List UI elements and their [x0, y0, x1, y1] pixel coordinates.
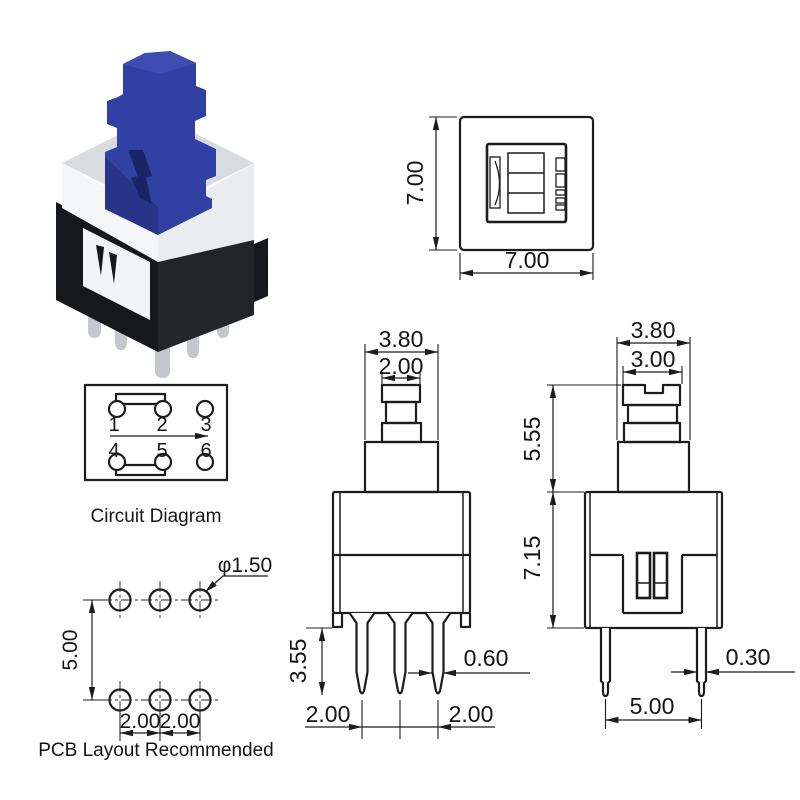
- pin-number: 1: [108, 414, 119, 436]
- body-height-label: 7.15: [519, 536, 545, 581]
- tip-width-label: 2.00: [379, 353, 424, 379]
- pin-number: 5: [156, 440, 167, 462]
- vent-mark: [109, 252, 117, 284]
- circuit-bridge-top: [114, 392, 167, 406]
- front-plunger-base: [380, 421, 423, 444]
- switch-base-tab: [254, 238, 268, 302]
- pin-span-label: 5.00: [630, 693, 675, 719]
- top-view-center-detail: [507, 152, 545, 214]
- shaft-width-label: 3.80: [379, 326, 424, 352]
- front-view: 3.80 2.00 3.55 0.60 2.00 2.00: [285, 326, 530, 739]
- top-view-body-outline: [458, 115, 595, 252]
- leader-line: [204, 575, 268, 593]
- pin-width-label: 0.30: [726, 644, 771, 670]
- switch-cap-top: [123, 51, 196, 74]
- front-foot-right: [459, 613, 472, 629]
- dim-label-width: 7.00: [505, 247, 550, 273]
- side-shaft: [616, 440, 691, 494]
- side-view-pins: [599, 628, 708, 698]
- front-view-pins: [348, 612, 452, 695]
- cap-width-label: 3.00: [631, 346, 676, 372]
- side-plunger-base: [622, 421, 682, 444]
- circuit-pins: [107, 399, 215, 472]
- pcb-caption: PCB Layout Recommended: [38, 740, 274, 761]
- circuit-caption: Circuit Diagram: [91, 506, 222, 527]
- row-pitch-label: 5.00: [59, 630, 82, 671]
- col-pitch-label: 2.00: [120, 710, 161, 733]
- hole-diameter-label: φ1.50: [218, 554, 273, 577]
- pin-pitch-label: 2.00: [449, 701, 494, 727]
- pin-width-label: 0.60: [464, 645, 509, 671]
- side-view: 3.80 3.00 5.55 7.15 0.30 5.00: [519, 317, 795, 729]
- circuit-diagram: 1 2 3 4 5 6 Circuit Diagram: [83, 383, 229, 527]
- side-body: [583, 490, 724, 630]
- side-plunger-tip: [621, 383, 682, 407]
- side-view-slots: [635, 551, 669, 600]
- pin-number: 2: [156, 414, 167, 436]
- top-view-left-spring: [489, 156, 501, 209]
- top-view-right-contacts: [555, 157, 566, 211]
- product-photo-3d: [56, 51, 268, 378]
- pcb-layout: φ1.50 5.00 2.00 2.00 PCB Layout Recommen…: [38, 554, 274, 761]
- pin-pitch-label: 2.00: [306, 701, 351, 727]
- vent-mark: [96, 245, 104, 276]
- col-pitch-label: 2.00: [160, 710, 201, 733]
- front-body: [331, 490, 472, 615]
- pin-number: 4: [108, 440, 119, 462]
- top-view-cap-outline: [485, 142, 568, 224]
- pin-length-label: 3.55: [285, 639, 311, 684]
- top-view: 7.00 7.00: [402, 115, 595, 280]
- front-plunger-tip: [380, 383, 422, 404]
- dim-label-height: 7.00: [402, 161, 428, 206]
- pin-number: 6: [200, 440, 211, 462]
- side-plunger-neck: [626, 403, 679, 425]
- switch-housing-left-face: [62, 163, 158, 262]
- front-plunger-neck: [384, 400, 418, 425]
- shaft-width-label: 3.80: [631, 317, 676, 343]
- circuit-border: [83, 383, 229, 482]
- top-view-left-arc: [494, 160, 501, 206]
- front-shaft: [363, 440, 440, 494]
- switch-housing-right-face: [158, 163, 254, 262]
- pin-number: 3: [200, 414, 211, 436]
- front-foot-left: [331, 613, 344, 629]
- switch-cap-shade: [105, 157, 158, 235]
- switch-base-right-face: [158, 237, 254, 352]
- switch-cap-slot: [128, 150, 152, 204]
- plunger-height-label: 5.55: [519, 417, 545, 462]
- pcb-centerlines: [101, 581, 219, 719]
